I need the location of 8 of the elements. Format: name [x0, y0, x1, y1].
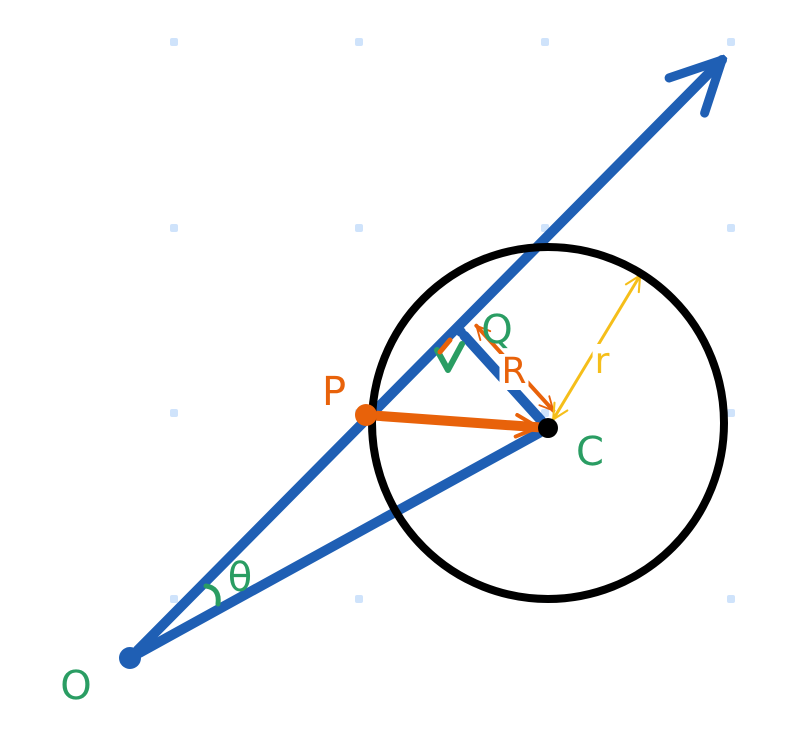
edge-label: R	[500, 354, 528, 390]
point-label: C	[576, 432, 604, 472]
point-label: P	[322, 372, 346, 412]
point-label: O	[60, 666, 92, 706]
angle-label: θ	[228, 558, 252, 598]
origin-point	[119, 647, 141, 669]
arrow	[552, 274, 642, 421]
point-label: Q	[481, 310, 513, 350]
